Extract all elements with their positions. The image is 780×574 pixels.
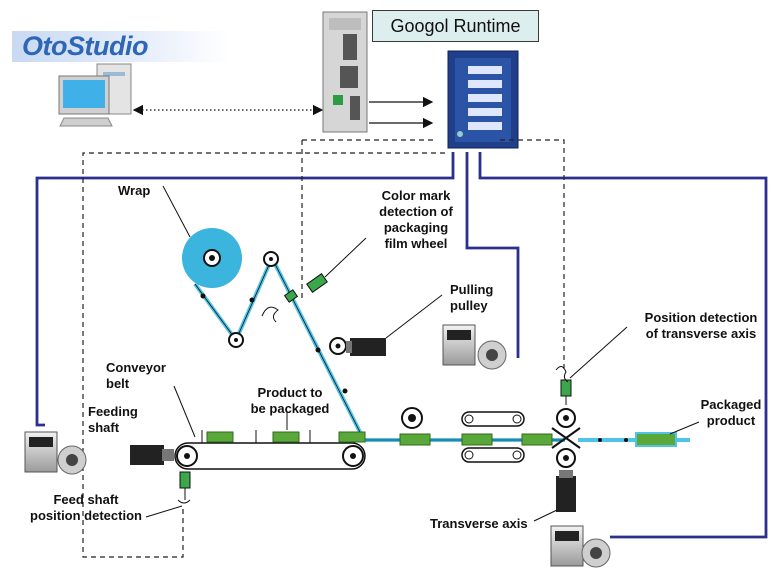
label-transverse-axis: Transverse axis xyxy=(430,516,528,531)
drive-lines xyxy=(35,152,768,539)
signal-lines xyxy=(82,139,565,558)
computer-icon xyxy=(58,63,132,127)
label-conveyor-belt: Conveyor belt xyxy=(106,360,166,391)
servo-motor-transverse xyxy=(550,525,611,568)
color-mark-sensor xyxy=(261,273,328,323)
wrap-reel xyxy=(182,228,242,288)
feed-shaft-sensor xyxy=(177,471,191,504)
label-color-mark: Color mark detection of packaging film w… xyxy=(379,188,453,251)
servo-motor-pulling xyxy=(442,324,507,370)
packaged-product-output xyxy=(578,432,690,447)
controller-unit xyxy=(322,11,368,133)
label-wrap: Wrap xyxy=(118,183,151,198)
label-product-to-be-packaged: Product to be packaged xyxy=(250,385,330,416)
otostudio-logo: OtoStudio xyxy=(12,31,230,62)
transverse-cutter xyxy=(551,408,581,512)
servo-motor-feeding xyxy=(24,431,87,475)
label-pulling-pulley: Pulling pulley xyxy=(450,282,494,313)
products-in-film xyxy=(399,433,553,446)
small-belt xyxy=(461,411,525,463)
motion-control-board xyxy=(447,50,519,149)
transverse-position-sensor xyxy=(555,366,572,405)
pressing-roller xyxy=(401,407,423,429)
runtime-title-box: Googol Runtime xyxy=(372,10,539,42)
conveyor-belt xyxy=(174,430,366,470)
feeding-shaft xyxy=(130,445,174,465)
products-unpacked xyxy=(206,431,366,443)
pulling-roller xyxy=(329,337,386,356)
film-roller xyxy=(228,251,279,348)
label-position-detection: Position detection of transverse axis xyxy=(644,310,758,341)
label-feed-shaft-position: Feed shaft position detection xyxy=(30,492,142,523)
label-packaged-product: Packaged product xyxy=(700,397,762,428)
label-feeding-shaft: Feeding shaft xyxy=(88,404,138,435)
